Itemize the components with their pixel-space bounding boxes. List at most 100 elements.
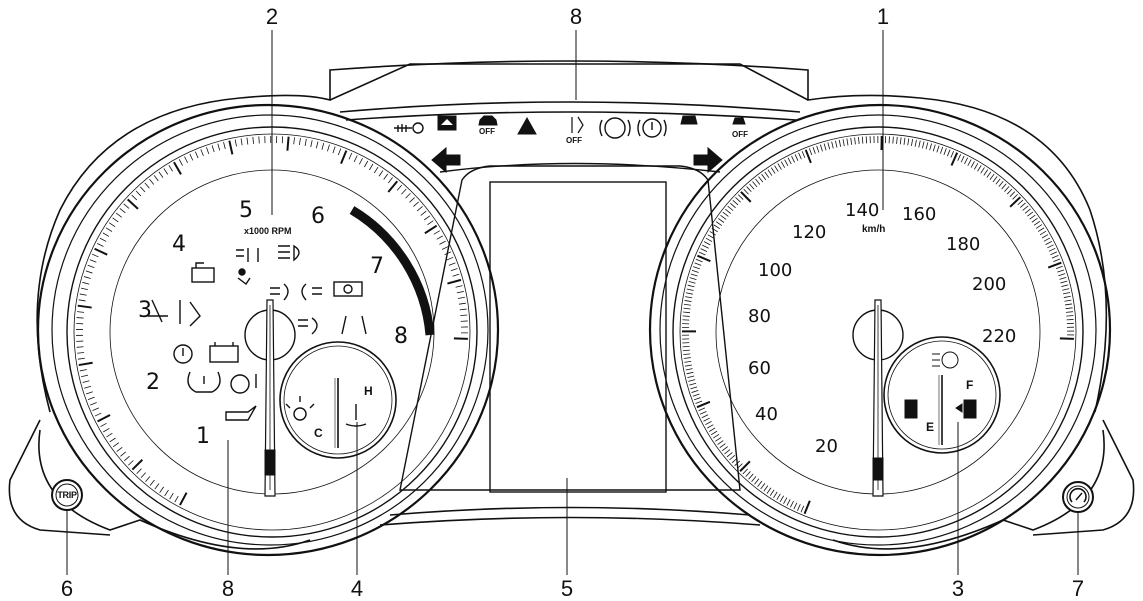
tick-mark (387, 177, 393, 184)
tach-number-1: 1 (196, 424, 210, 449)
tick-mark (424, 224, 438, 235)
tick-mark (798, 152, 802, 160)
tick-mark (131, 194, 138, 201)
tick-mark (1050, 251, 1058, 256)
car-off-label: OFF (479, 127, 495, 136)
tick-mark (1048, 247, 1056, 252)
tick-mark (158, 171, 164, 178)
temp-hot-label: H (364, 384, 373, 398)
tick-mark (84, 385, 92, 389)
tick-mark (94, 247, 108, 256)
callout-5-bottom: 5 (560, 576, 574, 601)
tick-mark (835, 140, 838, 148)
trip-button-label[interactable]: TRIP (57, 490, 77, 500)
tick-mark (787, 157, 792, 165)
tick-mark (793, 502, 798, 510)
tick-mark (119, 208, 126, 214)
tick-mark (149, 479, 155, 486)
fuel-icons (904, 351, 977, 419)
tick-mark (790, 500, 794, 508)
lamp-icon (285, 396, 315, 421)
tick-mark (854, 137, 856, 145)
tick-mark (396, 184, 403, 191)
tick-mark (448, 262, 456, 266)
lane-icon (341, 315, 367, 335)
tick-mark (932, 144, 936, 152)
tick-mark (717, 440, 724, 445)
speed-number-20: 20 (815, 436, 838, 457)
housing-bottom-center-2 (389, 506, 751, 516)
callout-6-bottom: 6 (60, 576, 74, 601)
tach-number-8: 8 (394, 324, 408, 349)
tick-mark (1041, 234, 1049, 239)
tick-mark (698, 407, 706, 412)
tick-mark (922, 141, 925, 149)
tick-mark (116, 447, 123, 452)
tick-mark (713, 224, 720, 230)
tick-mark (140, 472, 146, 479)
abs-icon (599, 117, 631, 139)
fuel-pump-icon (904, 399, 918, 419)
tick-mark (85, 270, 93, 274)
tick-mark (106, 432, 113, 438)
tick-mark (769, 489, 775, 496)
tick-mark (332, 146, 336, 154)
tick-mark (149, 178, 155, 185)
tick-mark (918, 140, 921, 148)
tick-mark (1055, 265, 1063, 270)
tick-mark (1043, 237, 1051, 242)
tick-mark (401, 188, 407, 195)
tick-mark (194, 151, 199, 159)
tick-mark (899, 137, 902, 145)
tick-mark (120, 451, 127, 457)
tick-mark (911, 139, 914, 147)
tick-mark (767, 169, 773, 176)
tick-mark (378, 170, 384, 177)
tick-mark (1064, 299, 1072, 302)
tick-mark (846, 138, 849, 146)
tick-mark (703, 241, 711, 246)
tick-mark (695, 400, 703, 404)
fuel-door-icon (955, 399, 977, 419)
tick-mark (903, 137, 906, 145)
tick-mark (791, 155, 795, 163)
speed-number-180: 180 (946, 234, 981, 255)
tick-mark (1062, 288, 1070, 291)
tick-mark (1057, 269, 1065, 273)
tick-mark (1012, 194, 1018, 200)
tick-mark (1051, 255, 1059, 259)
tick-mark (405, 192, 411, 199)
tick-mark (766, 487, 772, 494)
key-icon (394, 122, 424, 134)
tick-mark (749, 183, 755, 190)
tick-mark (691, 269, 699, 273)
tick-mark (1019, 202, 1026, 208)
callout-2-top: 2 (265, 4, 279, 29)
tick-mark (81, 374, 89, 378)
tick-mark (409, 197, 415, 203)
tick-mark (77, 352, 85, 354)
tick-mark (76, 346, 84, 348)
tick-mark (691, 390, 699, 393)
tick-mark (1059, 276, 1067, 280)
tick-mark (743, 188, 749, 195)
tick-mark (163, 168, 169, 175)
tick-mark (838, 139, 842, 147)
tach-number-6: 6 (311, 204, 325, 229)
tick-mark (695, 258, 703, 263)
tick-mark (144, 182, 150, 189)
tick-mark (416, 206, 423, 212)
tick-mark (689, 382, 697, 386)
tick-mark (76, 317, 84, 319)
tick-mark (727, 205, 734, 211)
tick-mark (91, 253, 99, 258)
tick-mark (960, 155, 965, 163)
tick-mark (184, 156, 188, 164)
tick-mark (450, 268, 458, 272)
tick-mark (1045, 241, 1052, 245)
tick-mark (761, 174, 767, 181)
tick-mark (1001, 183, 1007, 190)
tick-mark (173, 161, 182, 175)
tick-mark (321, 142, 325, 150)
tick-mark (153, 175, 159, 182)
